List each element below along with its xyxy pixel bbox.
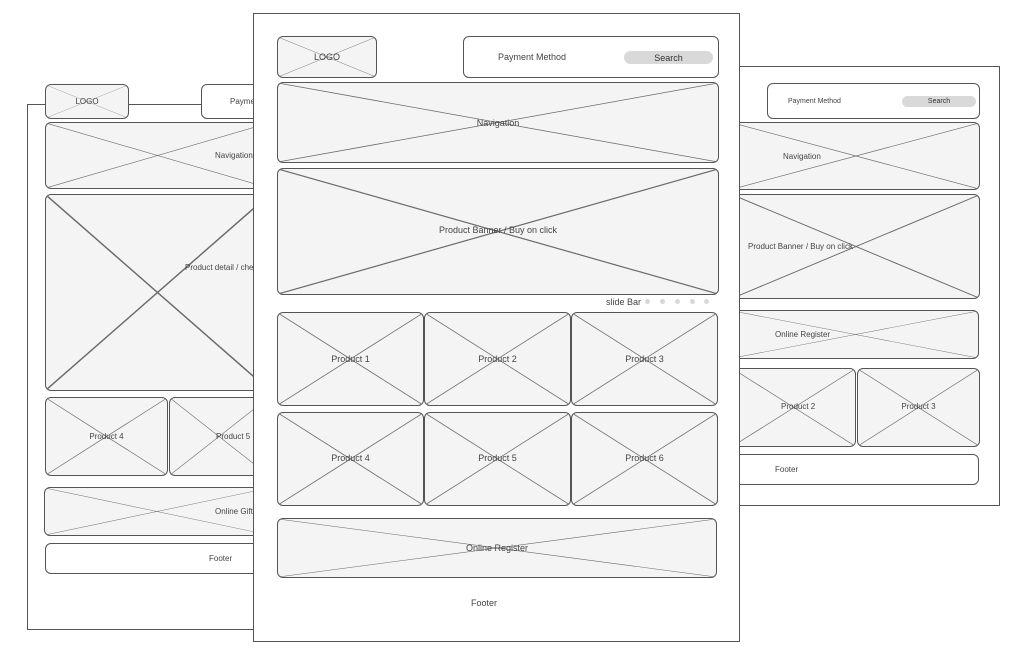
right-navigation-label: Navigation bbox=[783, 151, 821, 161]
center-navigation-placeholder: Navigation bbox=[277, 82, 719, 163]
center-navigation-label: Navigation bbox=[476, 117, 520, 128]
right-online-register-placeholder: Online Register bbox=[732, 310, 979, 359]
right-banner-label: Product Banner / Buy on click bbox=[748, 242, 853, 251]
right-product-3-label: Product 3 bbox=[901, 402, 936, 411]
left-logo-label: LOGO bbox=[75, 97, 99, 106]
left-navigation-placeholder: Navigation bbox=[45, 122, 270, 189]
center-footer-label: Footer bbox=[470, 598, 497, 608]
center-product-3-label: Product 3 bbox=[625, 354, 664, 364]
left-product-detail-placeholder: Product detail / checkout bbox=[45, 194, 270, 391]
left-payment-label: Payment bbox=[230, 97, 262, 106]
left-product-detail-label: Product detail / checkout bbox=[185, 263, 270, 272]
slide-dot-1[interactable] bbox=[645, 299, 650, 304]
center-online-register-placeholder[interactable]: Online Register bbox=[277, 518, 717, 578]
right-online-register-label: Online Register bbox=[775, 330, 831, 339]
center-logo-label: LOGO bbox=[313, 52, 340, 62]
slide-dot-3[interactable] bbox=[675, 299, 680, 304]
right-product-3-placeholder: Product 3 bbox=[857, 368, 980, 447]
slide-dot-5[interactable] bbox=[704, 299, 709, 304]
center-product-6-label: Product 6 bbox=[625, 453, 664, 463]
left-footer-label: Footer bbox=[209, 554, 233, 563]
center-banner-placeholder: Product Banner / Buy on click bbox=[277, 168, 719, 295]
left-logo-placeholder: LOGO bbox=[45, 84, 129, 119]
left-footer-box: Footer bbox=[45, 543, 270, 574]
center-product-6-placeholder[interactable]: Product 6 bbox=[571, 412, 718, 506]
slide-dot-2[interactable] bbox=[660, 299, 665, 304]
left-product-5-label: Product 5 bbox=[216, 432, 251, 441]
left-product-5-placeholder: Product 5 bbox=[169, 397, 269, 476]
left-product-4-label: Product 4 bbox=[89, 432, 124, 441]
center-product-5-label: Product 5 bbox=[478, 453, 517, 463]
right-payment-box: Payment Method Search bbox=[767, 83, 980, 119]
right-navigation-placeholder: Navigation bbox=[732, 122, 980, 190]
slide-dot-4[interactable] bbox=[690, 299, 695, 304]
left-online-gift-placeholder: Online Gift bbox=[44, 487, 270, 536]
center-product-4-label: Product 4 bbox=[331, 453, 370, 463]
right-payment-label: Payment Method bbox=[788, 97, 841, 105]
right-banner-placeholder: Product Banner / Buy on click bbox=[732, 194, 980, 299]
center-product-2-label: Product 2 bbox=[478, 354, 517, 364]
left-navigation-label: Navigation bbox=[215, 151, 253, 160]
right-footer-box: Footer bbox=[732, 454, 979, 485]
left-product-4-placeholder: Product 4 bbox=[45, 397, 168, 476]
center-product-1-placeholder[interactable]: Product 1 bbox=[277, 312, 424, 406]
center-product-4-placeholder[interactable]: Product 4 bbox=[277, 412, 424, 506]
center-product-3-placeholder[interactable]: Product 3 bbox=[571, 312, 718, 406]
center-slide-bar-label: slide Bar bbox=[606, 297, 642, 307]
center-header-bar: Payment Method Search bbox=[463, 36, 719, 78]
center-wireframe-page: LOGO Payment Method Search Navigation Pr… bbox=[253, 13, 740, 642]
center-search-button[interactable]: Search bbox=[624, 51, 713, 64]
center-product-1-label: Product 1 bbox=[331, 354, 370, 364]
right-search-button[interactable]: Search bbox=[902, 96, 976, 107]
right-product-2-label: Product 2 bbox=[781, 402, 816, 411]
right-footer-label: Footer bbox=[775, 465, 799, 474]
center-banner-label: Product Banner / Buy on click bbox=[438, 224, 558, 235]
center-product-2-placeholder[interactable]: Product 2 bbox=[424, 312, 571, 406]
left-online-gift-label: Online Gift bbox=[215, 507, 253, 516]
center-product-5-placeholder[interactable]: Product 5 bbox=[424, 412, 571, 506]
center-payment-method-label: Payment Method bbox=[498, 52, 567, 62]
right-product-2-placeholder: Product 2 bbox=[732, 368, 856, 447]
center-logo-placeholder: LOGO bbox=[277, 36, 377, 78]
center-online-register-label: Online Register bbox=[465, 543, 529, 553]
